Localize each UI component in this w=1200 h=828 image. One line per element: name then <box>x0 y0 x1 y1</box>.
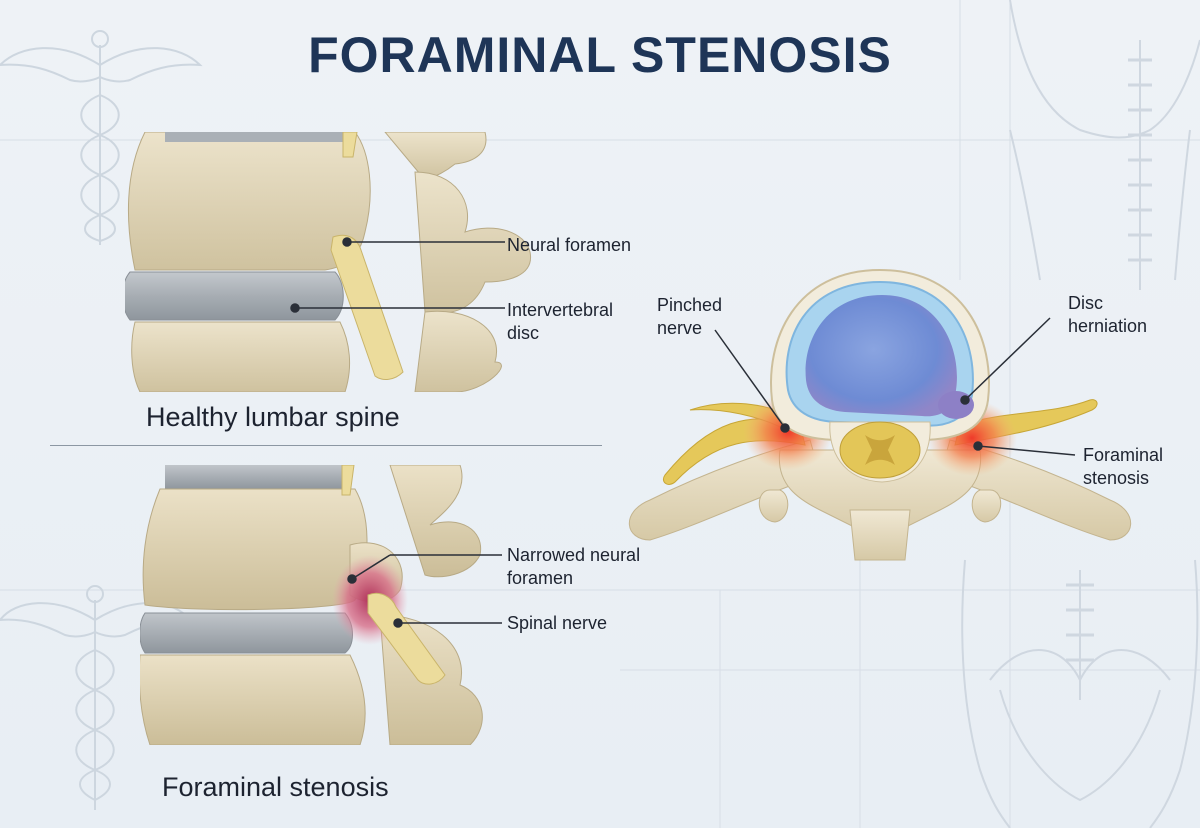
healthy-spine-illustration <box>125 132 531 392</box>
label-narrowed-foramen-line1: Narrowed neural <box>507 545 641 565</box>
facet-bump <box>758 489 789 523</box>
label-disc-herniation-line1: Disc <box>1068 293 1103 313</box>
vertebral-body-lower <box>131 321 350 392</box>
spinous-process <box>849 509 911 561</box>
axial-vertebra-illustration <box>628 268 1132 561</box>
facet-joint <box>414 310 502 392</box>
stenosis-spine-illustration <box>140 465 502 745</box>
facet-joint <box>389 465 482 578</box>
disc-herniation <box>938 391 974 419</box>
intervertebral-disc <box>125 271 344 321</box>
label-pinched-nerve-line1: Pinched <box>657 295 723 315</box>
label-intervertebral-disc-line1: Intervertebral <box>507 300 614 320</box>
nucleus <box>805 295 957 417</box>
label-spinal-nerve: Spinal nerve <box>507 613 608 633</box>
panel-divider <box>50 445 602 446</box>
label-disc-herniation-line2: herniation <box>1068 316 1148 336</box>
nerve-root-upper <box>341 465 355 496</box>
label-foraminal-stenosis-line1: Foraminal <box>1083 445 1164 465</box>
label-foraminal-stenosis-line2: stenosis <box>1083 468 1150 488</box>
label-narrowed-foramen-line2: foramen <box>507 568 574 588</box>
page-title: FORAMINAL STENOSIS <box>308 27 892 83</box>
caduceus-icon <box>0 30 203 245</box>
facet-bump <box>971 489 1002 523</box>
vertebral-body-upper <box>142 488 368 611</box>
vertebral-body-lower <box>140 654 366 745</box>
torso-sketch <box>1009 0 1200 290</box>
upper-disc-edge <box>165 465 350 489</box>
caption-healthy: Healthy lumbar spine <box>146 402 400 432</box>
pelvis-sketch <box>961 559 1199 828</box>
intervertebral-disc <box>140 612 353 654</box>
caduceus-icon <box>0 585 193 810</box>
nerve-root-upper <box>342 132 358 158</box>
label-pinched-nerve-line2: nerve <box>657 318 703 338</box>
label-neural-foramen: Neural foramen <box>507 235 632 255</box>
cord-grey-matter <box>865 435 895 465</box>
spinal-nerve <box>367 592 446 685</box>
label-intervertebral-disc-line2: disc <box>507 323 540 343</box>
caption-stenosis: Foraminal stenosis <box>162 772 389 802</box>
posterior-process <box>384 132 487 181</box>
upper-disc-edge <box>165 132 345 142</box>
